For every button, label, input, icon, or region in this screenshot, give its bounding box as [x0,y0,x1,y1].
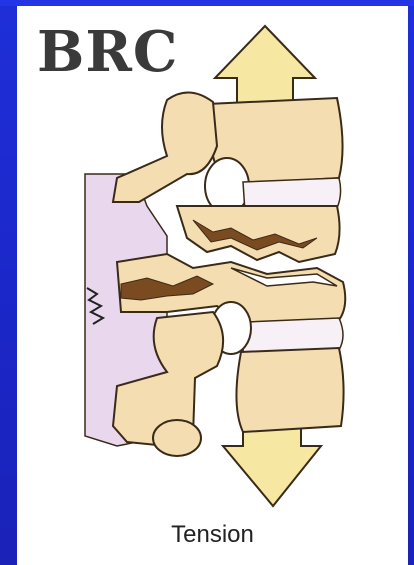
lower-disc [243,318,343,352]
arrow-down-icon [223,426,321,506]
figure-panel: BRC Tension [17,6,408,565]
fractured-upper-fragment [177,206,340,262]
spinous-process-tip [153,420,201,456]
lower-vertebral-body [236,348,343,432]
spine-fracture-illustration [17,6,408,565]
caption-tension: Tension [17,521,408,549]
arrow-up-icon [215,26,315,106]
upper-posterior-elements [113,92,217,202]
